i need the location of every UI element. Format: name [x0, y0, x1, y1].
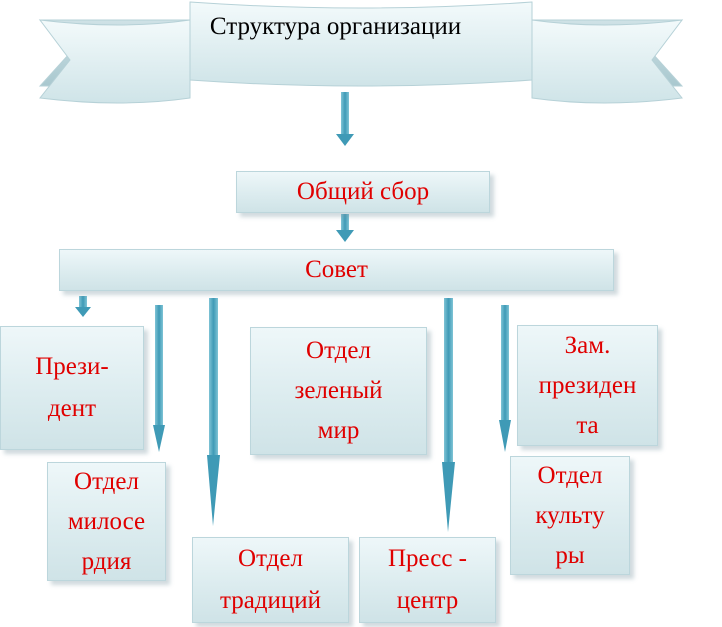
- node-green-line-2: зеленый: [294, 377, 383, 404]
- node-mercy-line-3: рдия: [81, 547, 132, 575]
- node-green-line-1: Отдел: [306, 337, 371, 364]
- arrow-title-to-general: [336, 92, 354, 146]
- node-president: Прези- дент: [0, 326, 144, 450]
- node-culture: Отдел культу ры: [510, 456, 630, 575]
- node-press-center: Пресс - центр: [359, 537, 496, 623]
- node-culture-line-1: Отдел: [537, 461, 603, 489]
- diagram-title: Структура организации: [209, 13, 462, 40]
- node-traditions-line-1: Отдел: [238, 545, 303, 572]
- node-culture-line-2: культу: [535, 501, 605, 529]
- arrow-council-to-mercy: [153, 305, 165, 452]
- node-press-line-2: центр: [396, 587, 459, 614]
- node-vice-line-1: Зам.: [564, 331, 611, 359]
- node-vice-line-2: президен: [538, 371, 637, 399]
- node-mercy-line-2: милосе: [67, 507, 146, 535]
- arrow-council-to-press: [442, 298, 455, 532]
- arrow-general-to-council: [336, 214, 354, 242]
- node-vice-line-3: та: [576, 411, 599, 439]
- node-mercy-line-1: Отдел: [74, 467, 139, 495]
- node-green-world: Отдел зеленый мир: [250, 327, 427, 455]
- node-council: Совет: [59, 249, 614, 291]
- node-general-meeting: Общий сбор: [236, 171, 490, 213]
- arrow-council-to-president: [75, 296, 91, 317]
- node-press-line-1: Пресс -: [387, 545, 468, 572]
- node-traditions-line-2: традиций: [219, 587, 322, 614]
- node-president-line-2: дент: [47, 395, 97, 422]
- node-mercy: Отдел милосе рдия: [47, 462, 166, 581]
- arrow-council-to-traditions: [207, 298, 220, 526]
- node-vice-president: Зам. президен та: [517, 325, 658, 446]
- node-president-line-1: Прези-: [35, 353, 109, 380]
- node-culture-line-3: ры: [555, 541, 585, 569]
- arrow-council-to-vice: [499, 305, 511, 452]
- node-traditions: Отдел традиций: [192, 537, 349, 623]
- node-green-line-3: мир: [317, 417, 360, 444]
